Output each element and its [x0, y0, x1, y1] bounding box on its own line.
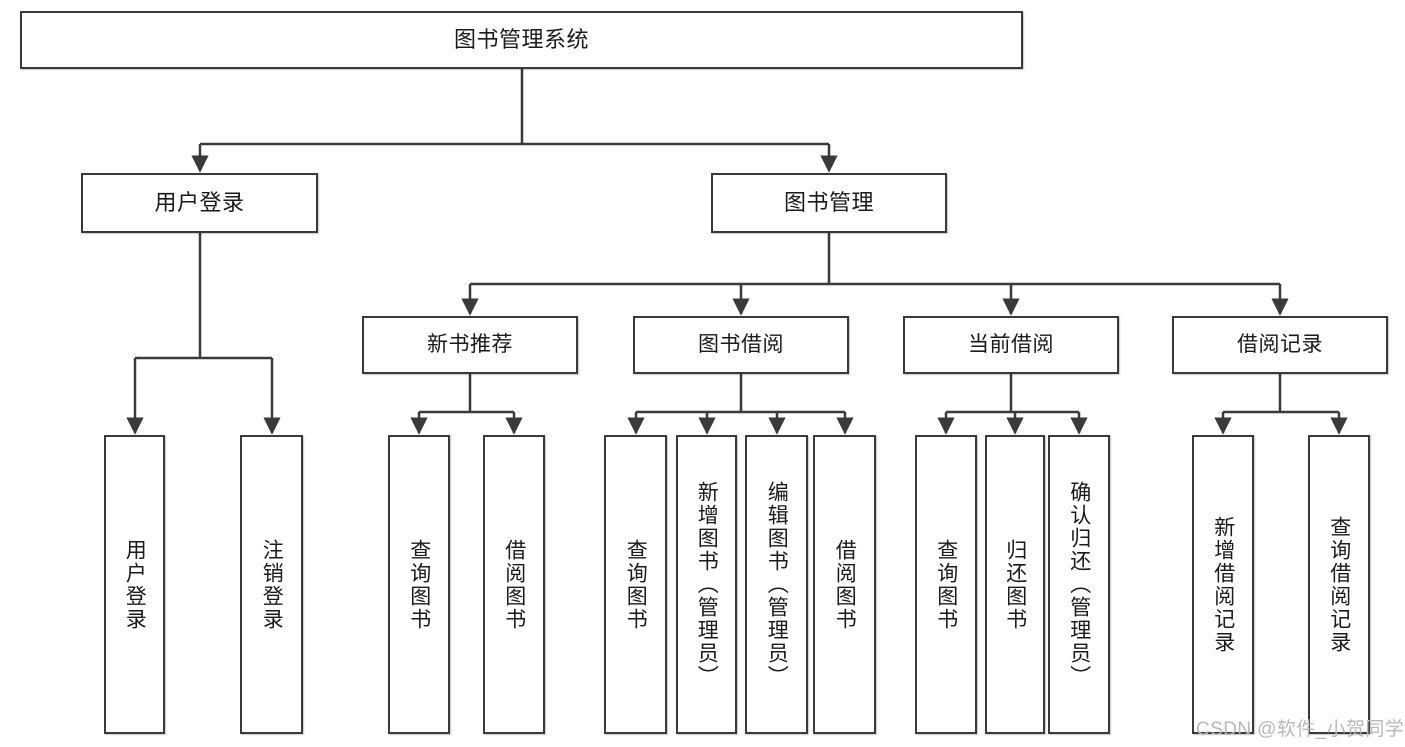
node-leaf-logout[interactable]: 注销登录 — [240, 435, 303, 734]
node-label-leaf-query-book-1: 查询图书 — [407, 538, 431, 631]
node-book-borrow[interactable]: 图书借阅 — [633, 316, 849, 374]
node-label-leaf-add-book: 新增图书（管理员） — [695, 481, 719, 688]
node-label-leaf-confirm-return: 确认归还（管理员） — [1067, 481, 1091, 688]
node-leaf-return-book[interactable]: 归还图书 — [985, 435, 1045, 734]
node-leaf-edit-book[interactable]: 编辑图书（管理员） — [745, 435, 808, 734]
node-label-new-book-recommend: 新书推荐 — [427, 333, 513, 357]
node-label-borrow-record: 借阅记录 — [1237, 333, 1323, 357]
node-label-leaf-borrow-book-2: 借阅图书 — [833, 538, 857, 631]
node-leaf-query-book-3[interactable]: 查询图书 — [915, 435, 977, 734]
node-leaf-add-record[interactable]: 新增借阅记录 — [1192, 435, 1254, 734]
node-label-leaf-query-book-2: 查询图书 — [624, 538, 648, 631]
node-label-leaf-user-login: 用户登录 — [123, 538, 147, 631]
node-leaf-confirm-return[interactable]: 确认归还（管理员） — [1048, 435, 1110, 734]
node-label-book-management: 图书管理 — [783, 189, 874, 215]
node-label-root: 图书管理系统 — [453, 26, 589, 52]
node-label-user-login: 用户登录 — [154, 189, 245, 215]
node-label-leaf-query-record: 查询借阅记录 — [1327, 515, 1351, 654]
edges-group — [126, 69, 1348, 435]
node-borrow-record[interactable]: 借阅记录 — [1172, 316, 1388, 374]
node-label-leaf-add-record: 新增借阅记录 — [1211, 515, 1235, 654]
node-leaf-query-book-1[interactable]: 查询图书 — [388, 435, 450, 734]
node-leaf-query-record[interactable]: 查询借阅记录 — [1308, 435, 1370, 734]
node-leaf-add-book[interactable]: 新增图书（管理员） — [676, 435, 737, 734]
node-new-book-recommend[interactable]: 新书推荐 — [362, 316, 578, 374]
node-label-leaf-edit-book: 编辑图书（管理员） — [765, 481, 789, 688]
node-leaf-query-book-2[interactable]: 查询图书 — [604, 435, 667, 734]
node-label-leaf-borrow-book-1: 借阅图书 — [502, 538, 526, 631]
node-label-leaf-query-book-3: 查询图书 — [934, 538, 958, 631]
node-current-borrow[interactable]: 当前借阅 — [903, 316, 1119, 374]
node-user-login[interactable]: 用户登录 — [81, 173, 318, 233]
node-label-book-borrow: 图书借阅 — [698, 333, 784, 357]
node-root[interactable]: 图书管理系统 — [20, 11, 1023, 69]
node-label-leaf-logout: 注销登录 — [260, 538, 284, 631]
node-leaf-user-login[interactable]: 用户登录 — [104, 435, 165, 734]
node-label-leaf-return-book: 归还图书 — [1003, 538, 1027, 631]
node-leaf-borrow-book-2[interactable]: 借阅图书 — [813, 435, 876, 734]
node-book-management[interactable]: 图书管理 — [711, 173, 947, 233]
node-leaf-borrow-book-1[interactable]: 借阅图书 — [483, 435, 545, 734]
node-label-current-borrow: 当前借阅 — [968, 333, 1054, 357]
